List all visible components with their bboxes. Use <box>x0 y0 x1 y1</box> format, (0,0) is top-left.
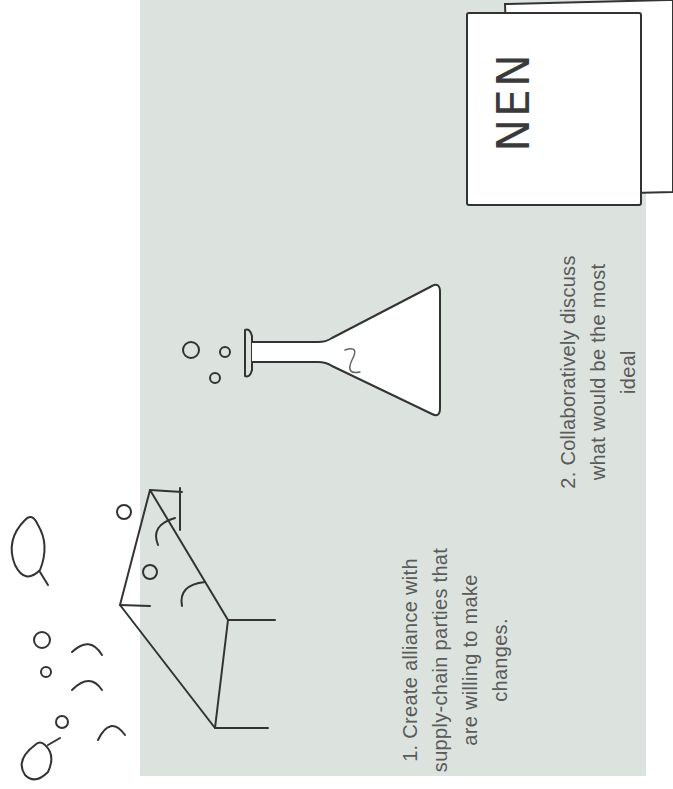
person-head <box>143 565 157 579</box>
speech-bubble <box>12 517 48 585</box>
paper-sheet: NEN <box>466 12 642 206</box>
flask-rim <box>245 330 252 377</box>
table-legs <box>120 488 275 728</box>
bubble <box>183 342 199 358</box>
person-head <box>41 667 51 677</box>
person-body <box>181 582 205 606</box>
liquid-line <box>345 349 360 373</box>
step-text: 2. Collaboratively discuss what would be… <box>553 247 643 497</box>
speech-bubble <box>22 738 60 779</box>
flask-sketch <box>183 285 440 415</box>
person-head <box>34 632 50 648</box>
background-panel <box>140 0 646 776</box>
table-top <box>120 490 228 728</box>
bubble <box>220 347 230 357</box>
person-head <box>117 505 131 519</box>
person-body <box>156 518 175 545</box>
person-body <box>72 644 102 655</box>
step-text: 1. Create alliance with supply-chain par… <box>395 540 515 780</box>
document-title: NEN <box>491 52 537 152</box>
flask-body <box>252 285 440 415</box>
person-body <box>98 726 125 740</box>
bubble <box>210 373 220 383</box>
person-body <box>72 681 102 690</box>
alliance-table-sketch <box>12 488 275 779</box>
person-head <box>56 716 68 728</box>
